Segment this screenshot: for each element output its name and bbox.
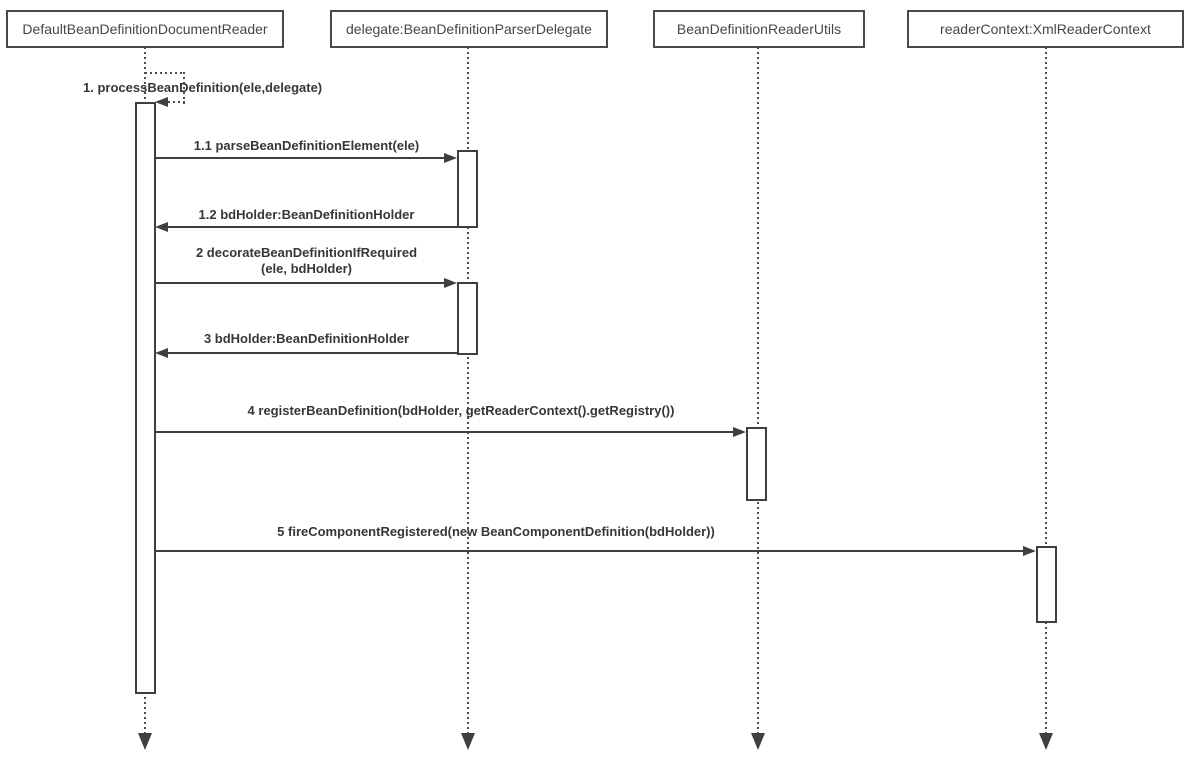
message-3-line bbox=[168, 352, 457, 354]
message-2-label: 2 decorateBeanDefinitionIfRequired bbox=[195, 245, 418, 260]
message-3-arrowhead-icon bbox=[155, 348, 168, 358]
actor-box-reader-utils: BeanDefinitionReaderUtils bbox=[653, 10, 865, 48]
message-1-1-line bbox=[156, 157, 444, 159]
activation-bar-document-reader bbox=[135, 102, 156, 694]
lifeline-end-arrow-icon bbox=[461, 733, 475, 750]
message-2-arrowhead-icon bbox=[444, 278, 457, 288]
message-4-arrowhead-icon bbox=[733, 427, 746, 437]
message-1-label: 1. processBeanDefinition(ele,delegate) bbox=[83, 80, 323, 95]
lifeline-reader-context bbox=[1045, 47, 1047, 733]
activation-bar-parser-delegate-2 bbox=[457, 282, 478, 355]
message-1-loop-top bbox=[145, 72, 185, 74]
actor-box-document-reader: DefaultBeanDefinitionDocumentReader bbox=[6, 10, 284, 48]
message-1-1-label: 1.1 parseBeanDefinitionElement(ele) bbox=[193, 138, 420, 153]
lifeline-parser-delegate bbox=[467, 47, 469, 733]
lifeline-end-arrow-icon bbox=[751, 733, 765, 750]
lifeline-reader-utils bbox=[757, 47, 759, 733]
message-4-label: 4 registerBeanDefinition(bdHolder, getRe… bbox=[247, 403, 675, 418]
message-1-loop-bottom bbox=[168, 101, 185, 103]
message-1-loop-side bbox=[183, 72, 185, 105]
lifeline-end-arrow-icon bbox=[138, 733, 152, 750]
message-1-arrowhead-icon bbox=[155, 97, 168, 107]
message-4-line bbox=[156, 431, 733, 433]
actor-box-reader-context: readerContext:XmlReaderContext bbox=[907, 10, 1184, 48]
message-2-label-line2: (ele, bdHolder) bbox=[260, 261, 352, 276]
message-5-arrowhead-icon bbox=[1023, 546, 1036, 556]
message-1-2-line bbox=[168, 226, 457, 228]
activation-bar-parser-delegate-1 bbox=[457, 150, 478, 228]
message-5-line bbox=[156, 550, 1023, 552]
message-2-line bbox=[156, 282, 444, 284]
message-1-2-arrowhead-icon bbox=[155, 222, 168, 232]
lifeline-end-arrow-icon bbox=[1039, 733, 1053, 750]
activation-bar-reader-context bbox=[1036, 546, 1057, 623]
message-3-label: 3 bdHolder:BeanDefinitionHolder bbox=[203, 331, 410, 346]
message-1-1-arrowhead-icon bbox=[444, 153, 457, 163]
message-1-2-label: 1.2 bdHolder:BeanDefinitionHolder bbox=[198, 207, 415, 222]
message-5-label: 5 fireComponentRegistered(new BeanCompon… bbox=[277, 524, 715, 539]
activation-bar-reader-utils bbox=[746, 427, 767, 501]
actor-box-parser-delegate: delegate:BeanDefinitionParserDelegate bbox=[330, 10, 608, 48]
